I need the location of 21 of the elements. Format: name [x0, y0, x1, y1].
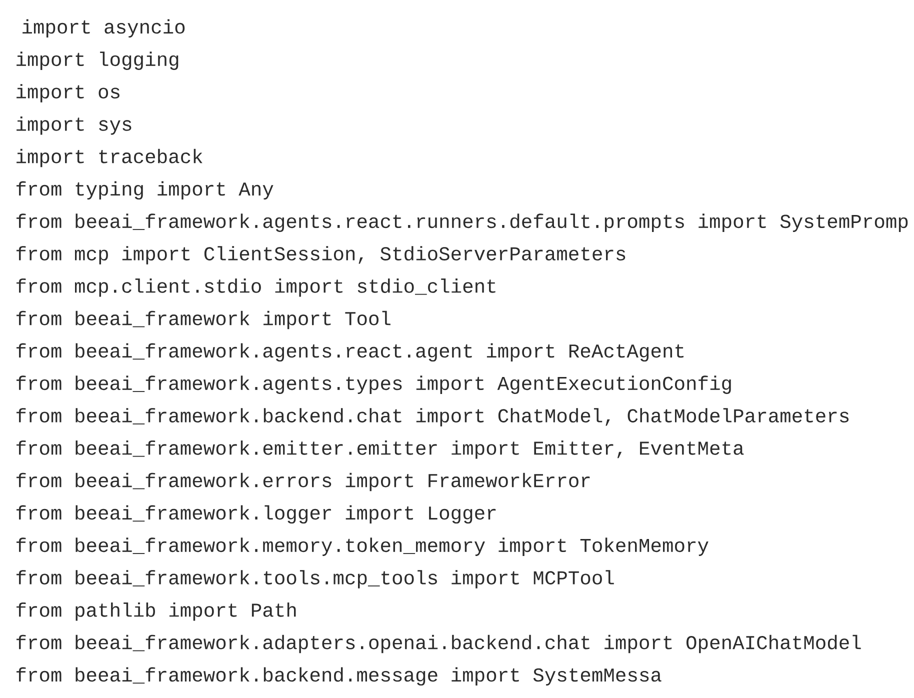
code-line: from beeai_framework.backend.message import SystemMessa — [16, 667, 662, 686]
code-line: from typing import Any — [16, 181, 274, 200]
code-line: from mcp.client.stdio import stdio_client — [16, 278, 496, 297]
code-line: from beeai_framework.memory.token_memory import TokenMemory — [16, 538, 708, 556]
code-line: from beeai_framework.agents.react.agent import ReActAgent — [16, 343, 684, 362]
code-line: import asyncio — [22, 19, 185, 38]
code-line: from beeai_framework.agents.react.runners.default.prompts import SystemPromp — [16, 214, 908, 232]
code-line: import logging — [16, 52, 178, 70]
code-line: from beeai_framework.backend.chat import ChatModel, ChatModelParameters — [16, 408, 849, 426]
code-line: from beeai_framework.errors import FrameworkError — [16, 472, 590, 492]
code-line: import sys — [16, 116, 132, 135]
code-line: from mcp import ClientSession, StdioServerParameters — [16, 246, 626, 264]
code-line: import traceback — [16, 148, 202, 168]
code-line: from beeai_framework.adapters.openai.backend.chat import OpenAIChatModel — [16, 634, 861, 654]
code-line: from beeai_framework import Tool — [16, 310, 390, 330]
code-line: import os — [16, 84, 120, 102]
code-line: from pathlib import Path — [16, 602, 296, 621]
code-line: from beeai_framework.emitter.emitter import Emitter, EventMeta — [16, 440, 744, 459]
code-line: from beeai_framework.logger import Logger — [16, 505, 496, 524]
code-line: from beeai_framework.tools.mcp_tools import MCPTool — [16, 570, 614, 588]
code-line: from beeai_framework.agents.types import AgentExecutionConfig — [16, 376, 731, 394]
